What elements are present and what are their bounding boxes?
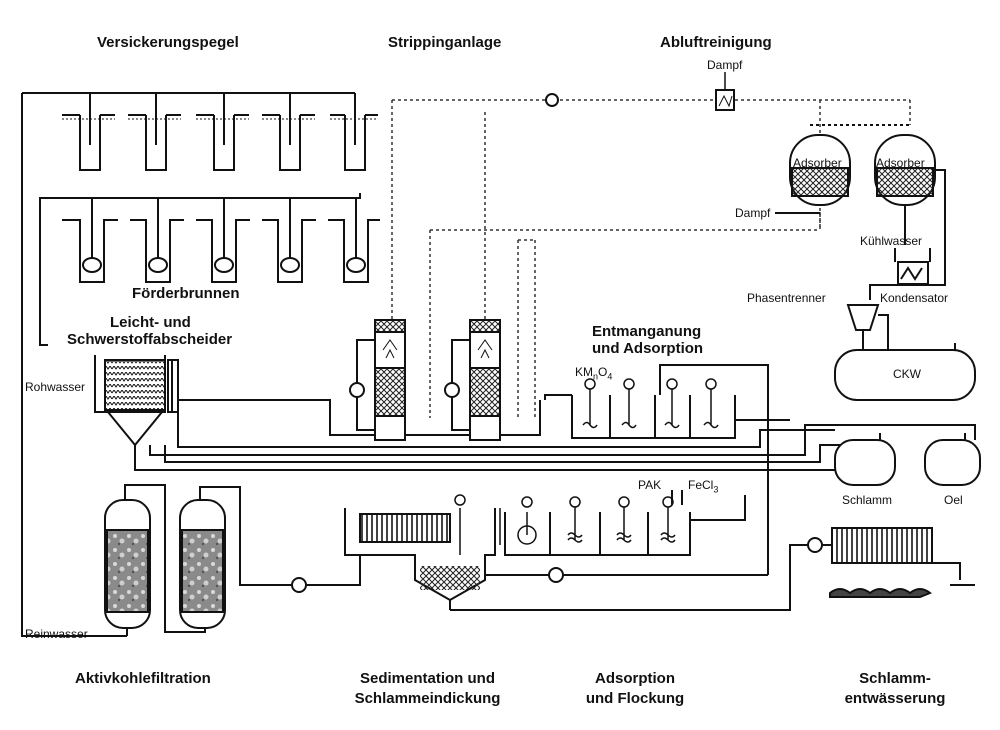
label-oil-tank: Oel [944,493,963,507]
heading-dewatering-line-1: Schlamm- [859,670,931,687]
label-cooling-water: Kühlwasser [860,234,923,248]
flocculation-basin [504,490,746,556]
sludge-dewatering [807,527,975,598]
air-adsorbers [775,124,946,300]
heading-sedimentation-line-1: Sedimentation und [360,670,495,687]
air-fan-icon [545,93,559,107]
heading-dewatering-line-2: entwässerung [844,690,946,707]
label-ckw: CKW [893,367,921,381]
label-adsorber-left: Adsorber [793,156,842,170]
exhaust-air-lines [391,99,911,418]
kmno4-part-1: KM [575,365,593,379]
heading-adsorption-line-2: und Flockung [585,690,685,707]
separator [94,355,179,460]
heading-infiltration-wells: Versickerungspegel [97,34,239,51]
label-phase-separator: Phasentrenner [747,291,826,305]
heading-exhaust-treatment: Abluftreinigung [660,34,772,51]
heading-production-wells: Förderbrunnen [132,285,240,302]
label-adsorber-right: Adsorber [876,156,925,170]
label-steam-mid: Dampf [735,206,771,220]
kmno4-sub-4: 4 [607,371,613,382]
pump-icon [291,577,307,593]
label-fecl3: FeCl3 [688,478,718,494]
fecl3-sub-3: 3 [713,484,719,495]
heading-demanganese-line-2: und Adsorption [592,340,704,357]
process-lines [134,399,976,471]
kmno4-sub-n: n [593,371,599,382]
heading-stripping-plant: Strippinganlage [388,34,502,51]
label-clean-water: Reinwasser [25,627,88,641]
label-steam-top: Dampf [707,58,743,72]
heading-separator-line-1: Leicht- und [110,314,191,331]
sedimentation-basin [344,494,501,610]
activated-carbon-filters [60,484,292,637]
label-kmno4: KMnO4 [575,365,612,381]
label-raw-water: Rohwasser [25,380,86,394]
kmno4-part-2: O [598,365,608,379]
heading-sedimentation-line-2: Schlammeindickung [354,690,501,707]
storage-tanks [834,433,981,486]
phase-separator [846,304,889,350]
heading-carbon-filtration: Aktivkohlefiltration [75,670,211,687]
heading-separator-line-2: Schwerstoffabscheider [67,331,233,348]
production-wells [39,193,380,346]
infiltration-wells [21,92,378,637]
sludge-pump-icon [548,567,564,583]
label-sludge-tank: Schlamm [842,493,893,507]
heading-adsorption-line-1: Adsorption [595,670,675,687]
label-pak: PAK [638,478,662,492]
condenser [894,248,931,285]
label-condenser: Kondensator [880,291,949,305]
ckw-tank [834,343,976,401]
fecl3-part-1: FeCl [688,478,714,492]
heading-demanganese-line-1: Entmanganung [592,323,702,340]
stripping-columns [349,319,501,441]
